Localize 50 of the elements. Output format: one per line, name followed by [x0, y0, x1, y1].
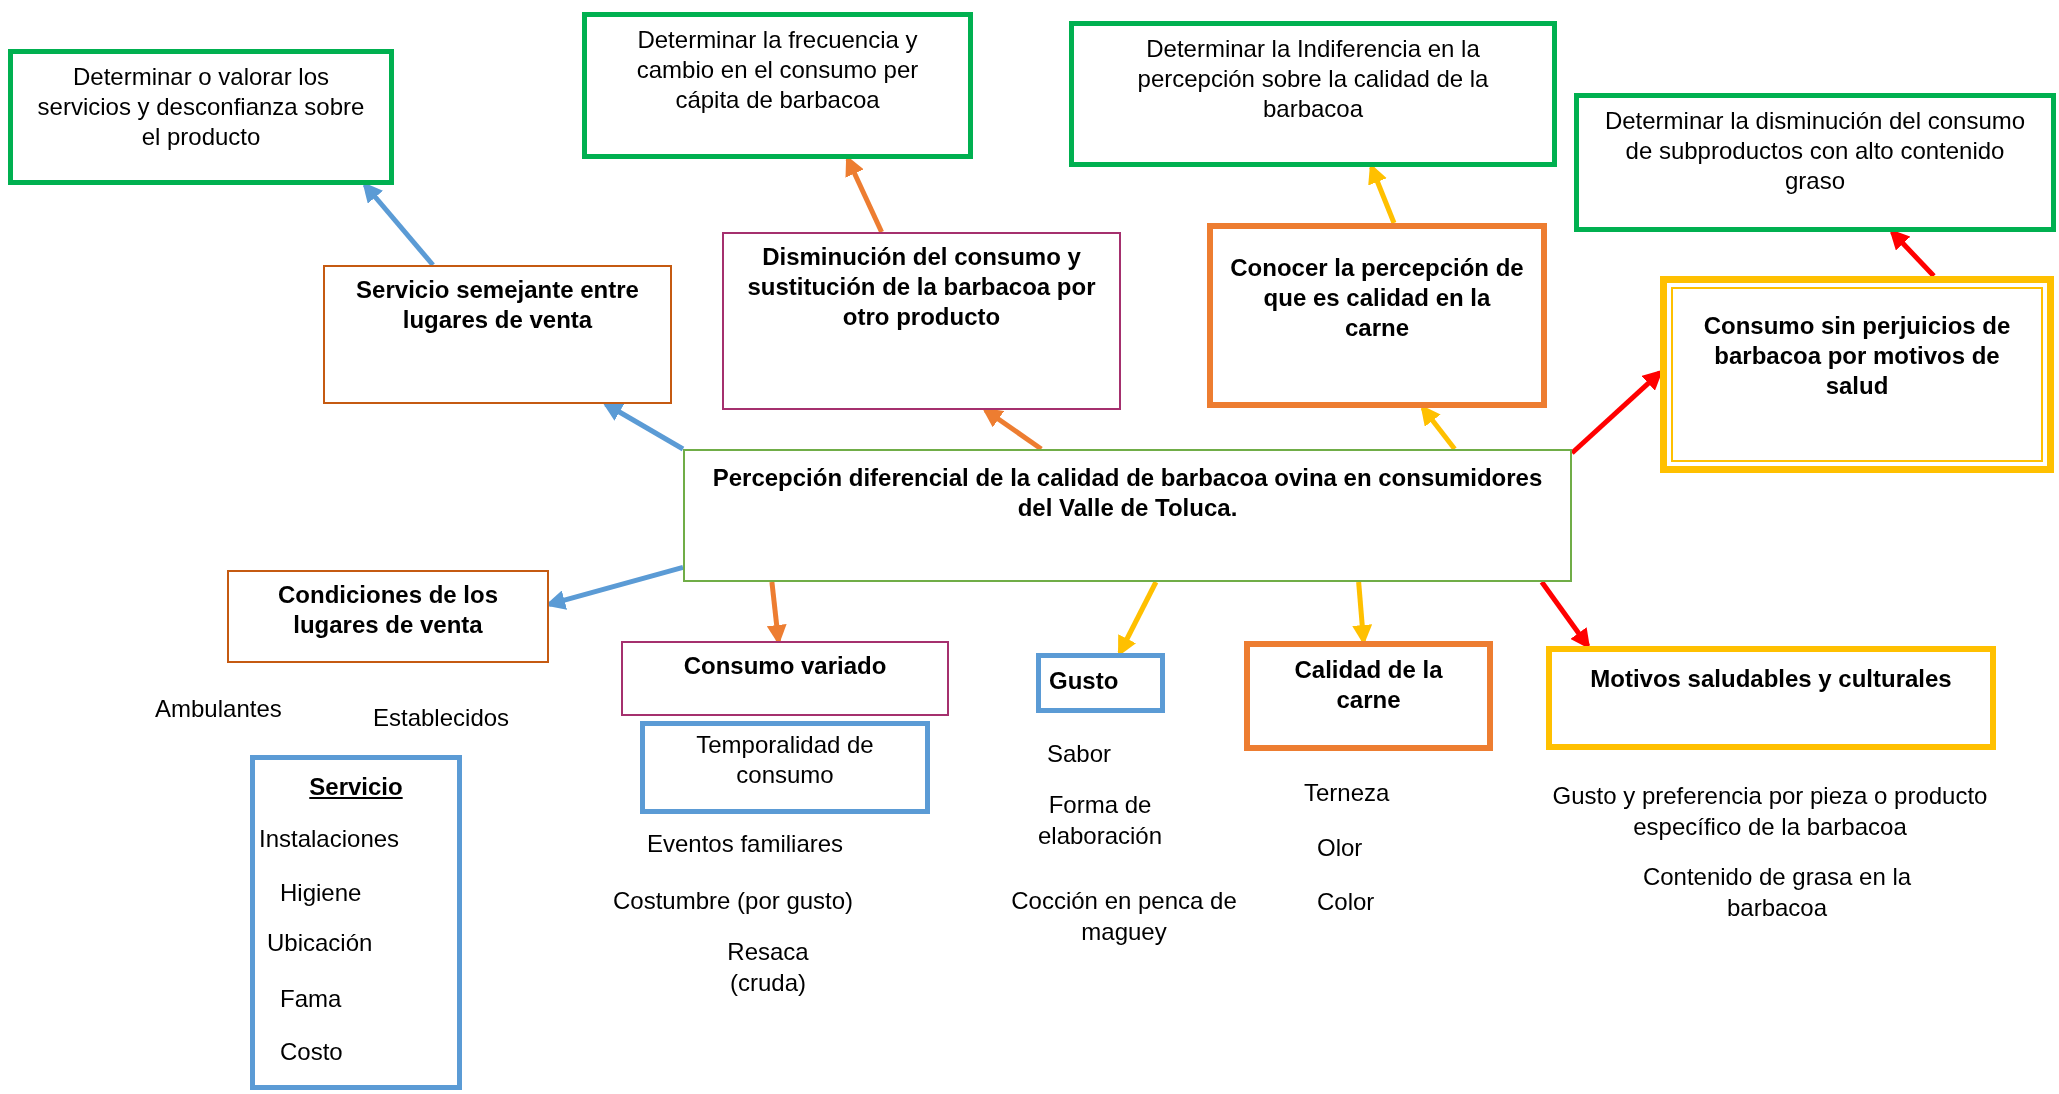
node-text: Percepción diferencial de la calidad de barbacoa ovina en consumidores del Valle de Toluca. [711, 463, 1544, 523]
list-item: Fama [280, 984, 342, 1014]
node-text: Calidad de la carne [1293, 655, 1444, 715]
node-text: Consumo sin perjuicios de barbacoa por motivos de salud [1702, 311, 2012, 401]
node-text: Servicio semejante entre lugares de venta [355, 275, 640, 335]
node-text: Determinar la Indiferencia en la percepción sobre la calidad de la barbacoa [1136, 34, 1490, 124]
item-label: Gusto y preferencia por pieza o producto específico de la barbacoa [1551, 781, 1989, 843]
item-label: Establecidos [373, 703, 511, 733]
list-item: Higiene [280, 878, 362, 908]
item-label: Resaca (cruda) [726, 937, 810, 999]
factor-box [621, 641, 949, 716]
objective-box [582, 12, 973, 159]
list-item: Costo [280, 1037, 343, 1067]
cause-box [1207, 223, 1547, 408]
node-text: Motivos saludables y culturales [1589, 664, 1953, 694]
item-label: Forma de elaboración [1036, 790, 1164, 852]
node-text: Determinar la disminución del consumo de subproductos con alto contenido graso [1603, 106, 2027, 196]
item-label: Cocción en penca de maguey [1010, 886, 1238, 948]
list-item: Ubicación [267, 928, 373, 958]
node-text: Temporalidad de consumo [695, 730, 875, 790]
node-text: Conocer la percepción de que es calidad en la carne [1229, 253, 1525, 343]
objective-box [8, 49, 394, 185]
cause-box [1660, 276, 2054, 473]
node-text: Determinar la frecuencia y cambio en el consumo per cápita de barbacoa [635, 25, 920, 115]
cause-box [323, 265, 672, 404]
service-list-box [250, 755, 462, 1090]
item-label: Contenido de grasa en la barbacoa [1641, 862, 1913, 924]
node-text: Consumo variado [682, 651, 888, 681]
factor-box [1546, 646, 1996, 750]
item-label: Eventos familiares [647, 829, 845, 859]
objective-box [1574, 93, 2056, 232]
objective-box [1069, 21, 1557, 167]
item-label: Ambulantes [155, 694, 283, 724]
list-item: Instalaciones [259, 824, 400, 854]
item-label: Sabor [1047, 739, 1113, 769]
node-text: Condiciones de los lugares de venta [277, 580, 499, 640]
item-label: Olor [1317, 833, 1364, 863]
node-text: Gusto [1049, 666, 1120, 696]
cause-box [722, 232, 1121, 410]
node-text: Disminución del consumo y sustitución de la barbacoa por otro producto [746, 242, 1097, 332]
factor-box [1244, 641, 1493, 751]
central-box [683, 449, 1572, 582]
node-text: Determinar o valorar los servicios y desconfianza sobre el producto [37, 62, 365, 152]
item-label: Color [1317, 887, 1376, 917]
list-heading: Servicio [308, 772, 404, 802]
factor-box [640, 721, 930, 814]
item-label: Terneza [1304, 778, 1391, 808]
item-label: Costumbre (por gusto) [613, 886, 855, 916]
factor-box [1036, 653, 1165, 713]
factor-box [227, 570, 549, 663]
